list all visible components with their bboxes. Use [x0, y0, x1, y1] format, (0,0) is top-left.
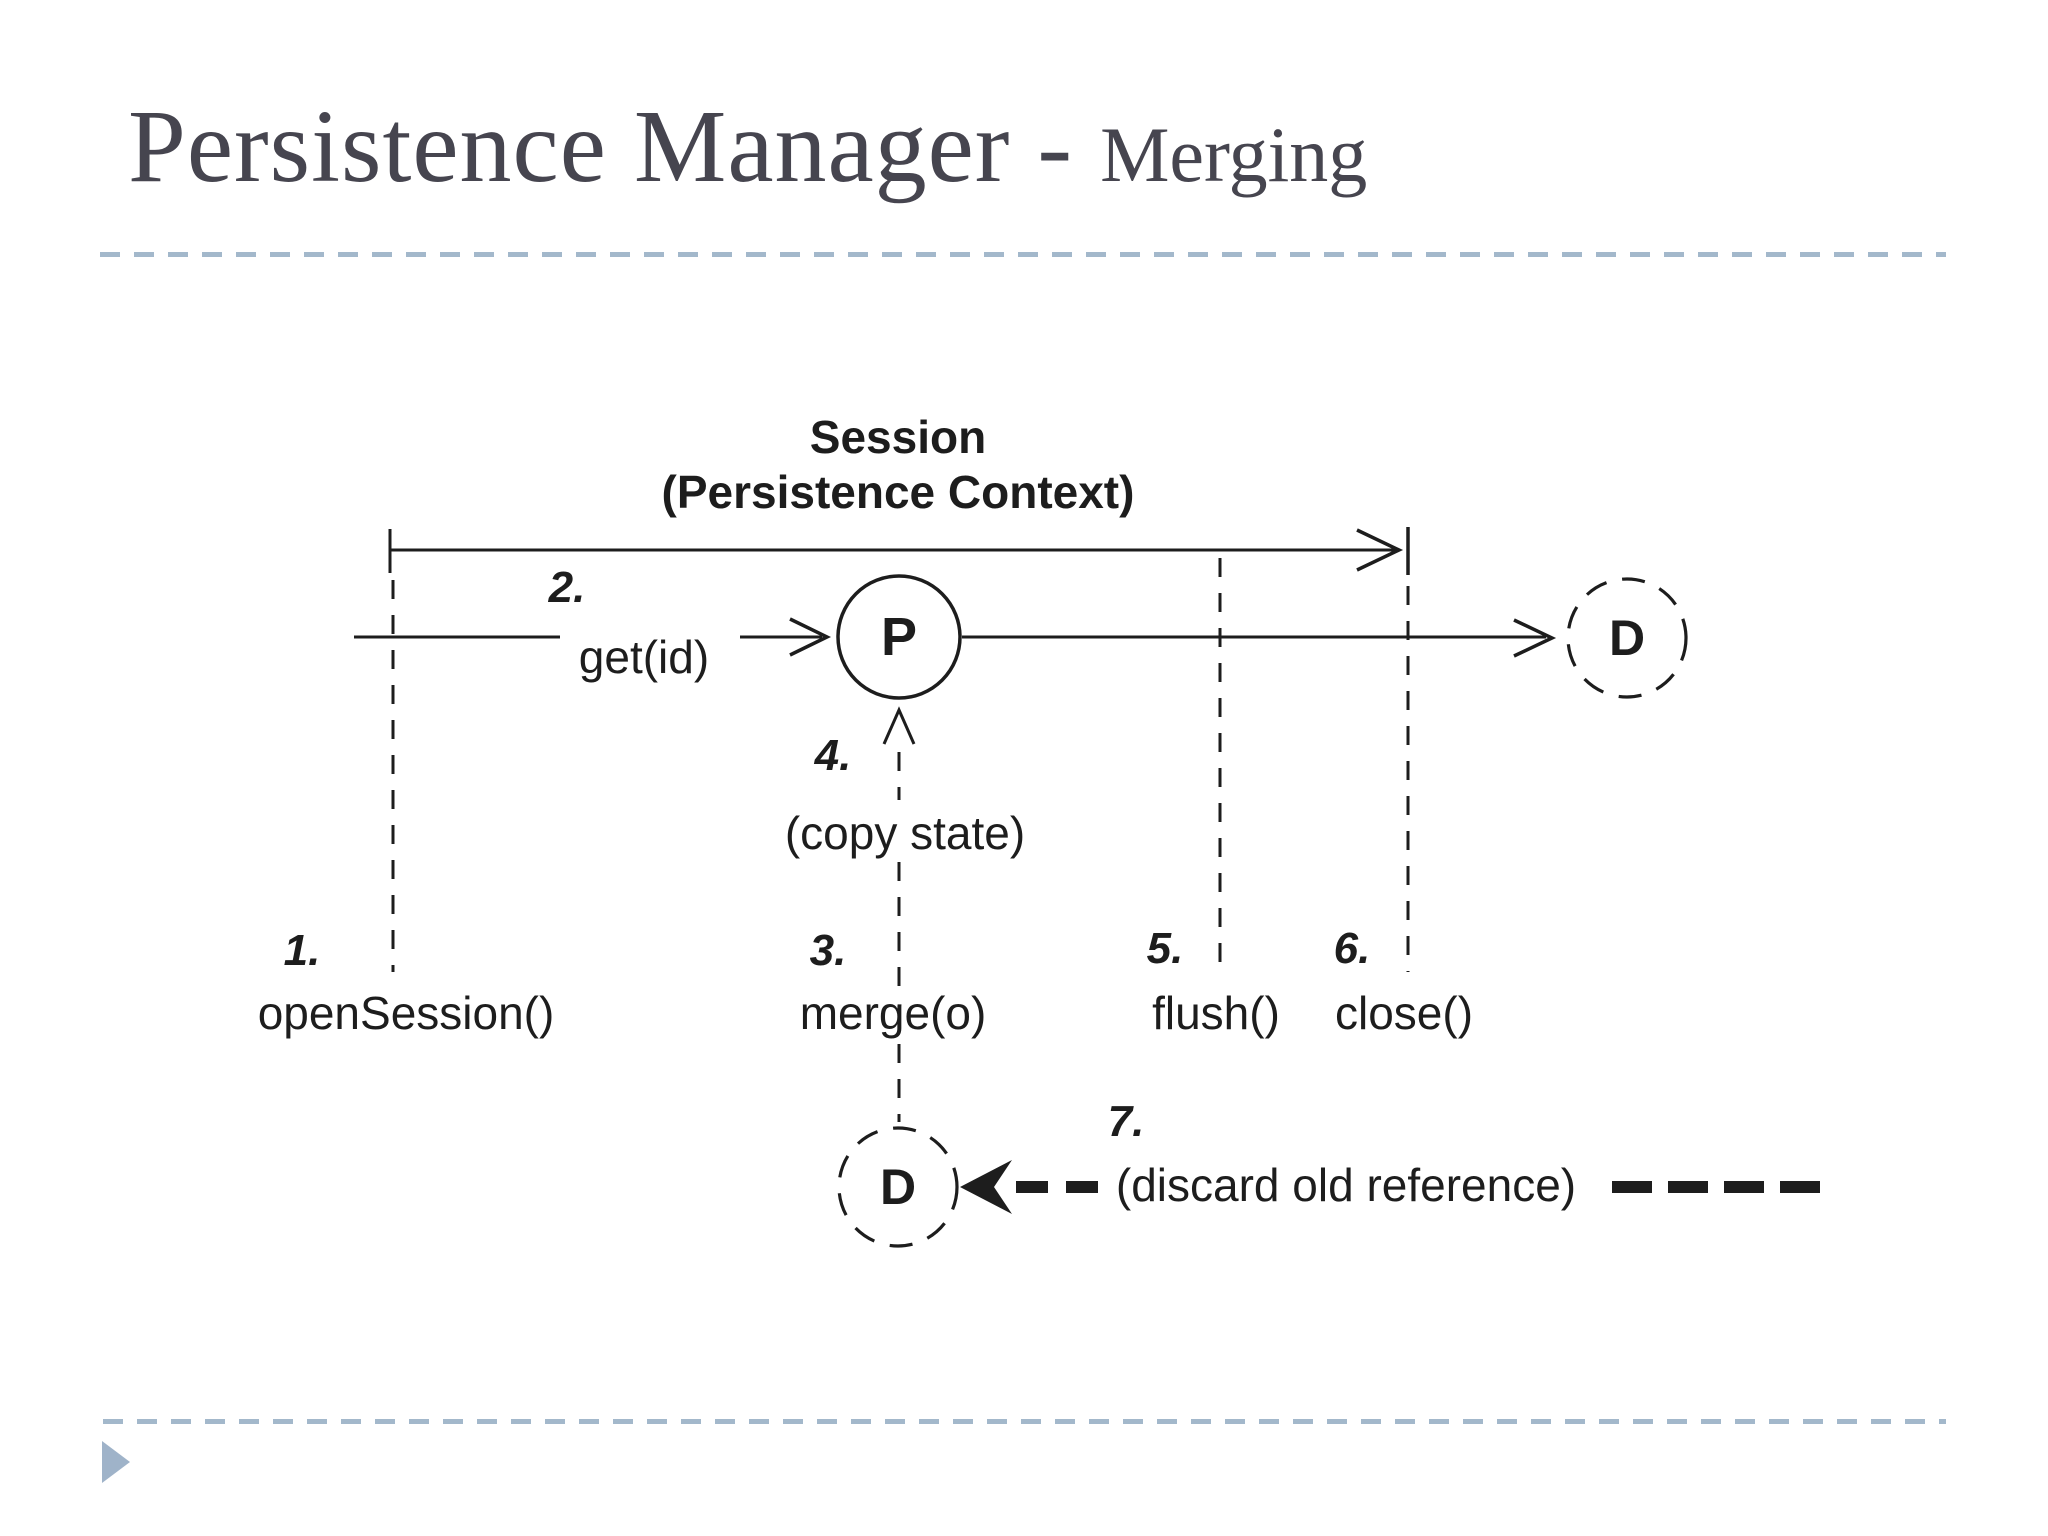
persistent-node-letter: P: [880, 607, 918, 667]
step-5-label: flush(): [1152, 987, 1280, 1039]
discard-dash: [1780, 1181, 1820, 1193]
discard-dash: [1724, 1181, 1764, 1193]
discard-dash: [1016, 1181, 1048, 1193]
persistent-node-circle: [836, 574, 962, 700]
bottom-divider-dashed-line: [103, 1419, 1946, 1424]
detached-node-right-letter: D: [1608, 610, 1646, 666]
discard-dash: [1668, 1181, 1708, 1193]
detached-node-bottom-circle: [837, 1126, 959, 1248]
slide-title-main: Persistence Manager -: [128, 89, 1101, 204]
discard-dash: [1066, 1181, 1098, 1193]
footer-play-triangle-icon: [102, 1441, 130, 1483]
slide-title-emphasis: Merging: [1100, 111, 1368, 198]
step-2-label: get(id): [578, 631, 710, 683]
session-span-arrowhead: [1356, 528, 1404, 572]
step-5-number: 5.: [1146, 924, 1184, 973]
get-arrowhead: [789, 617, 832, 657]
discard-arrowhead: [960, 1160, 1012, 1214]
detached-node-bottom-letter: D: [879, 1159, 917, 1215]
step-7-number: 7.: [1107, 1097, 1145, 1146]
step-6-label: close(): [1334, 987, 1474, 1039]
step-1-number: 1.: [283, 926, 321, 975]
step-7-label: (discard old reference): [1115, 1159, 1577, 1211]
detached-node-right-circle: [1566, 577, 1688, 699]
merge-arrowhead-up: [882, 706, 916, 745]
top-divider-dashed-line: [100, 252, 1946, 257]
step-1-label: openSession(): [257, 987, 555, 1039]
step-4-label: (copy state): [784, 807, 1026, 859]
step-4-number: 4.: [814, 731, 852, 780]
session-label-line1: Session: [809, 411, 987, 463]
step-2-number: 2.: [548, 563, 586, 612]
slide-title: Persistence Manager - Merging: [128, 92, 1367, 201]
discard-dash: [1612, 1181, 1652, 1193]
step-3-number: 3.: [809, 926, 847, 975]
step-3-label: merge(o): [799, 987, 987, 1039]
detach-arrowhead: [1513, 618, 1557, 658]
step-6-number: 6.: [1333, 924, 1371, 973]
session-label-line2: (Persistence Context): [661, 466, 1135, 518]
